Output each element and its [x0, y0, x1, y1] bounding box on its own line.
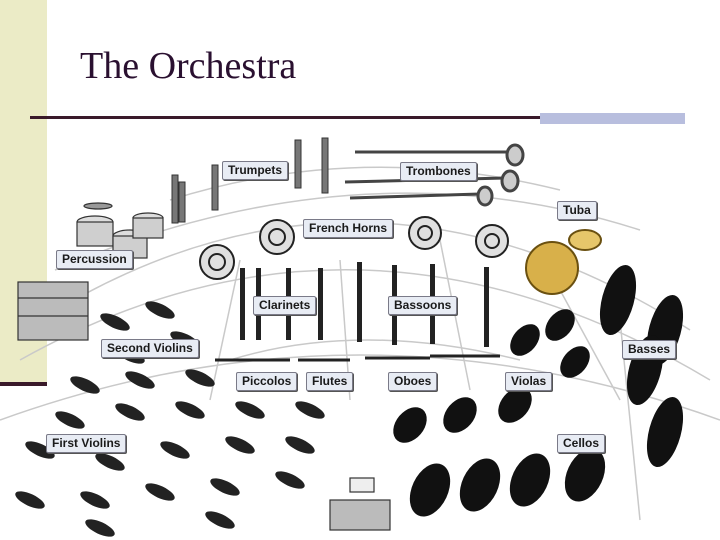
flutes-group — [215, 354, 500, 362]
basses-group — [599, 264, 684, 468]
label-oboes: Oboes — [388, 372, 438, 391]
label-cellos: Cellos — [557, 434, 606, 453]
label-french-horns: French Horns — [303, 219, 394, 238]
conductor-podium — [329, 477, 391, 531]
label-piccolos: Piccolos — [236, 372, 298, 391]
label-bassoons: Bassoons — [388, 296, 458, 315]
left-accent-bar-edge — [0, 382, 47, 386]
label-tuba: Tuba — [557, 201, 597, 220]
label-percussion: Percussion — [56, 250, 133, 269]
trumpets-group — [171, 137, 329, 224]
label-first-violins: First Violins — [46, 434, 127, 453]
percussion-group — [17, 202, 164, 341]
label-trumpets: Trumpets — [222, 161, 289, 180]
label-flutes: Flutes — [306, 372, 354, 391]
tuba-group — [525, 229, 602, 295]
label-basses: Basses — [622, 340, 677, 359]
title-rule-accent — [540, 113, 685, 124]
trombones-group — [344, 143, 525, 207]
cellos-group — [409, 448, 606, 517]
title-rule — [30, 116, 540, 119]
slide-title: The Orchestra — [80, 45, 297, 87]
label-second-violins: Second Violins — [101, 339, 199, 358]
label-violas: Violas — [505, 372, 553, 391]
label-clarinets: Clarinets — [253, 296, 317, 315]
label-trombones: Trombones — [400, 162, 477, 181]
french-horns-group — [199, 216, 509, 280]
violas-group — [393, 309, 590, 443]
